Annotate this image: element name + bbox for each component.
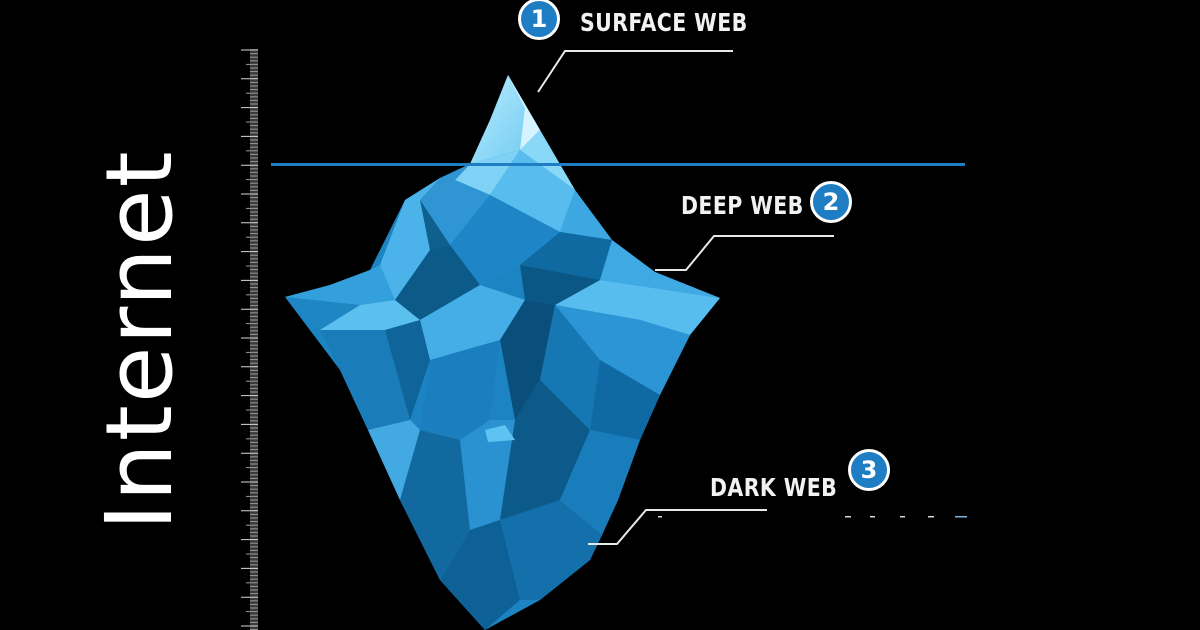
dark-web-badge: 3 bbox=[848, 449, 890, 491]
deep-web-leader bbox=[655, 235, 834, 271]
surface-web-number: 1 bbox=[530, 5, 548, 33]
surface-web-leader bbox=[537, 50, 733, 93]
depth-ruler bbox=[241, 49, 258, 630]
dark-web-number: 3 bbox=[860, 456, 878, 484]
deep-web-label: DEEP WEB bbox=[681, 191, 804, 220]
dark-web-dots bbox=[658, 516, 967, 518]
surface-web-label: SURFACE WEB bbox=[580, 8, 748, 37]
dark-web-leader bbox=[588, 509, 767, 545]
internet-title: Internet bbox=[86, 149, 193, 531]
iceberg bbox=[285, 75, 720, 630]
dark-web-label: DARK WEB bbox=[710, 473, 838, 502]
deep-web-number: 2 bbox=[822, 188, 840, 216]
deep-web-badge: 2 bbox=[810, 181, 852, 223]
surface-web-badge: 1 bbox=[518, 0, 560, 40]
